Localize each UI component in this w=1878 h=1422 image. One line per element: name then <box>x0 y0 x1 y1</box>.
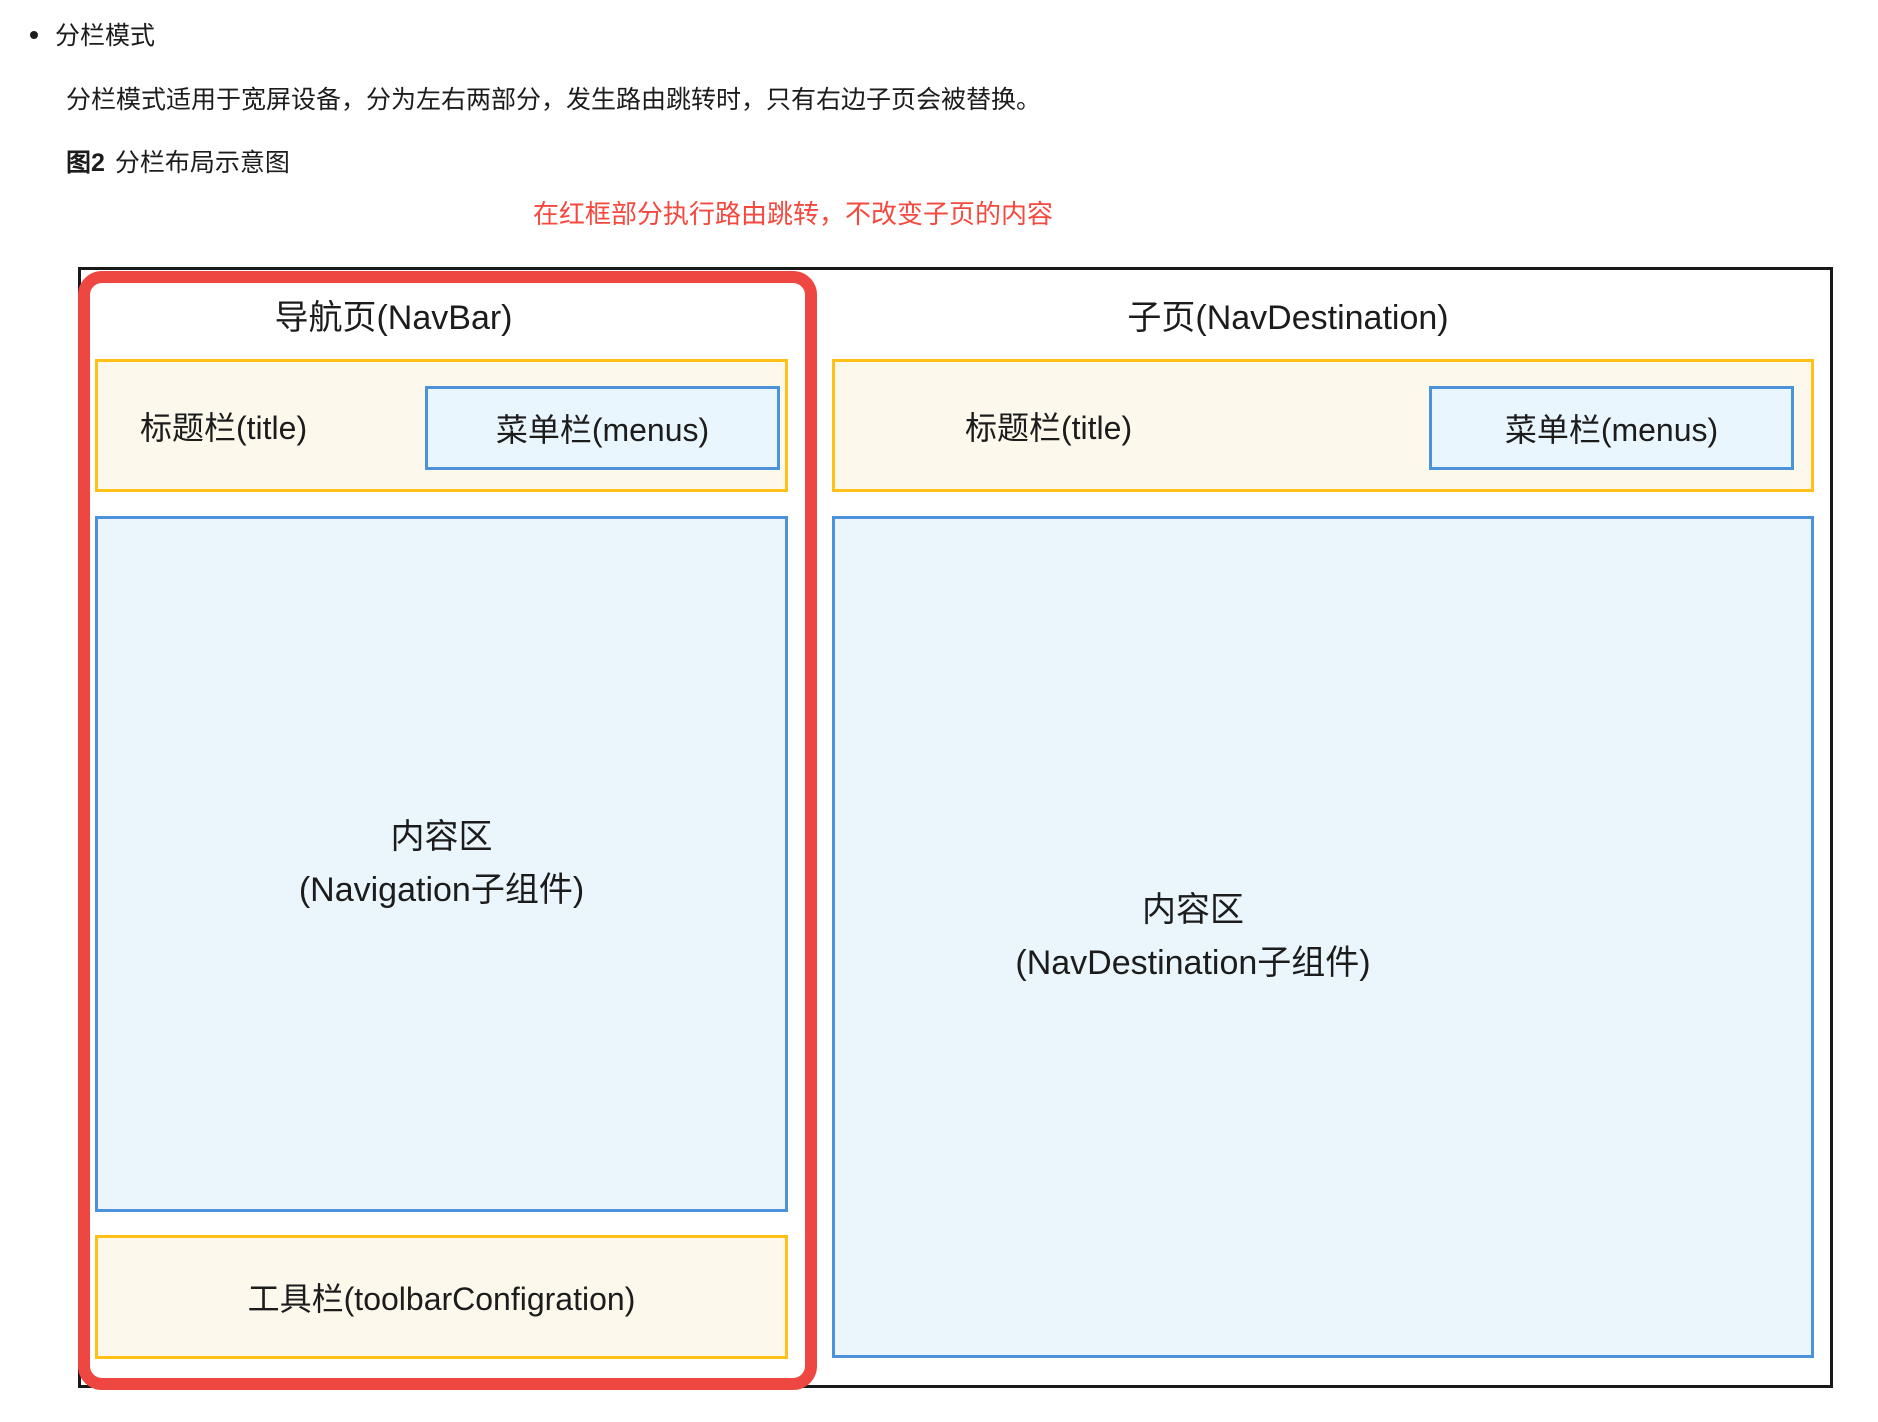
navbar-toolbar: 工具栏(toolbarConfigration) <box>95 1235 788 1359</box>
navbar-toolbar-label: 工具栏(toolbarConfigration) <box>247 1281 636 1317</box>
navbar-menus-box: 菜单栏(menus) <box>425 386 780 470</box>
navbar-content-lines: 内容区 (Navigation子组件) <box>299 811 584 917</box>
navbar-title-bar-label: 标题栏(title) <box>140 409 308 446</box>
navdestination-panel-title: 子页(NavDestination) <box>1127 299 1449 337</box>
navbar-content-area: 内容区 (Navigation子组件) <box>95 516 788 1212</box>
navdestination-title-bar-label: 标题栏(title) <box>965 409 1133 446</box>
list-item-label: 分栏模式 <box>55 22 156 50</box>
red-highlight-frame <box>78 271 817 1390</box>
navdestination-content-line2: (NavDestination子组件) <box>1015 944 1371 982</box>
navbar-content-line2: (Navigation子组件) <box>298 871 585 909</box>
navbar-content-line1: 内容区 <box>390 818 493 856</box>
navdestination-title-bar: 标题栏(title) 菜单栏(menus) <box>832 359 1814 492</box>
navbar-panel-title: 导航页(NavBar) <box>274 299 513 337</box>
navdestination-content-line1: 内容区 <box>1142 891 1244 929</box>
bullet-dot-icon <box>30 31 38 39</box>
navdestination-menus-box: 菜单栏(menus) <box>1429 386 1794 470</box>
figure-caption-text: 分栏布局示意图 <box>114 149 290 177</box>
annotation-text: 在红框部分执行路由跳转，不改变子页的内容 <box>533 199 1054 229</box>
figure-caption: 图2 分栏布局示意图 <box>66 143 290 179</box>
navdestination-menus-label: 菜单栏(menus) <box>1504 412 1719 448</box>
navdestination-content-lines: 内容区 (NavDestination子组件) <box>1015 884 1370 990</box>
list-item: 分栏模式 <box>30 16 155 52</box>
paragraph-text: 分栏模式适用于宽屏设备，分为左右两部分，发生路由跳转时，只有右边子页会被替换。 <box>66 86 1042 114</box>
navbar-title-bar: 标题栏(title) 菜单栏(menus) <box>95 359 788 492</box>
figure-label: 图2 <box>66 149 105 177</box>
navbar-menus-label: 菜单栏(menus) <box>495 412 710 448</box>
navdestination-content-area: 内容区 (NavDestination子组件) <box>832 516 1814 1358</box>
